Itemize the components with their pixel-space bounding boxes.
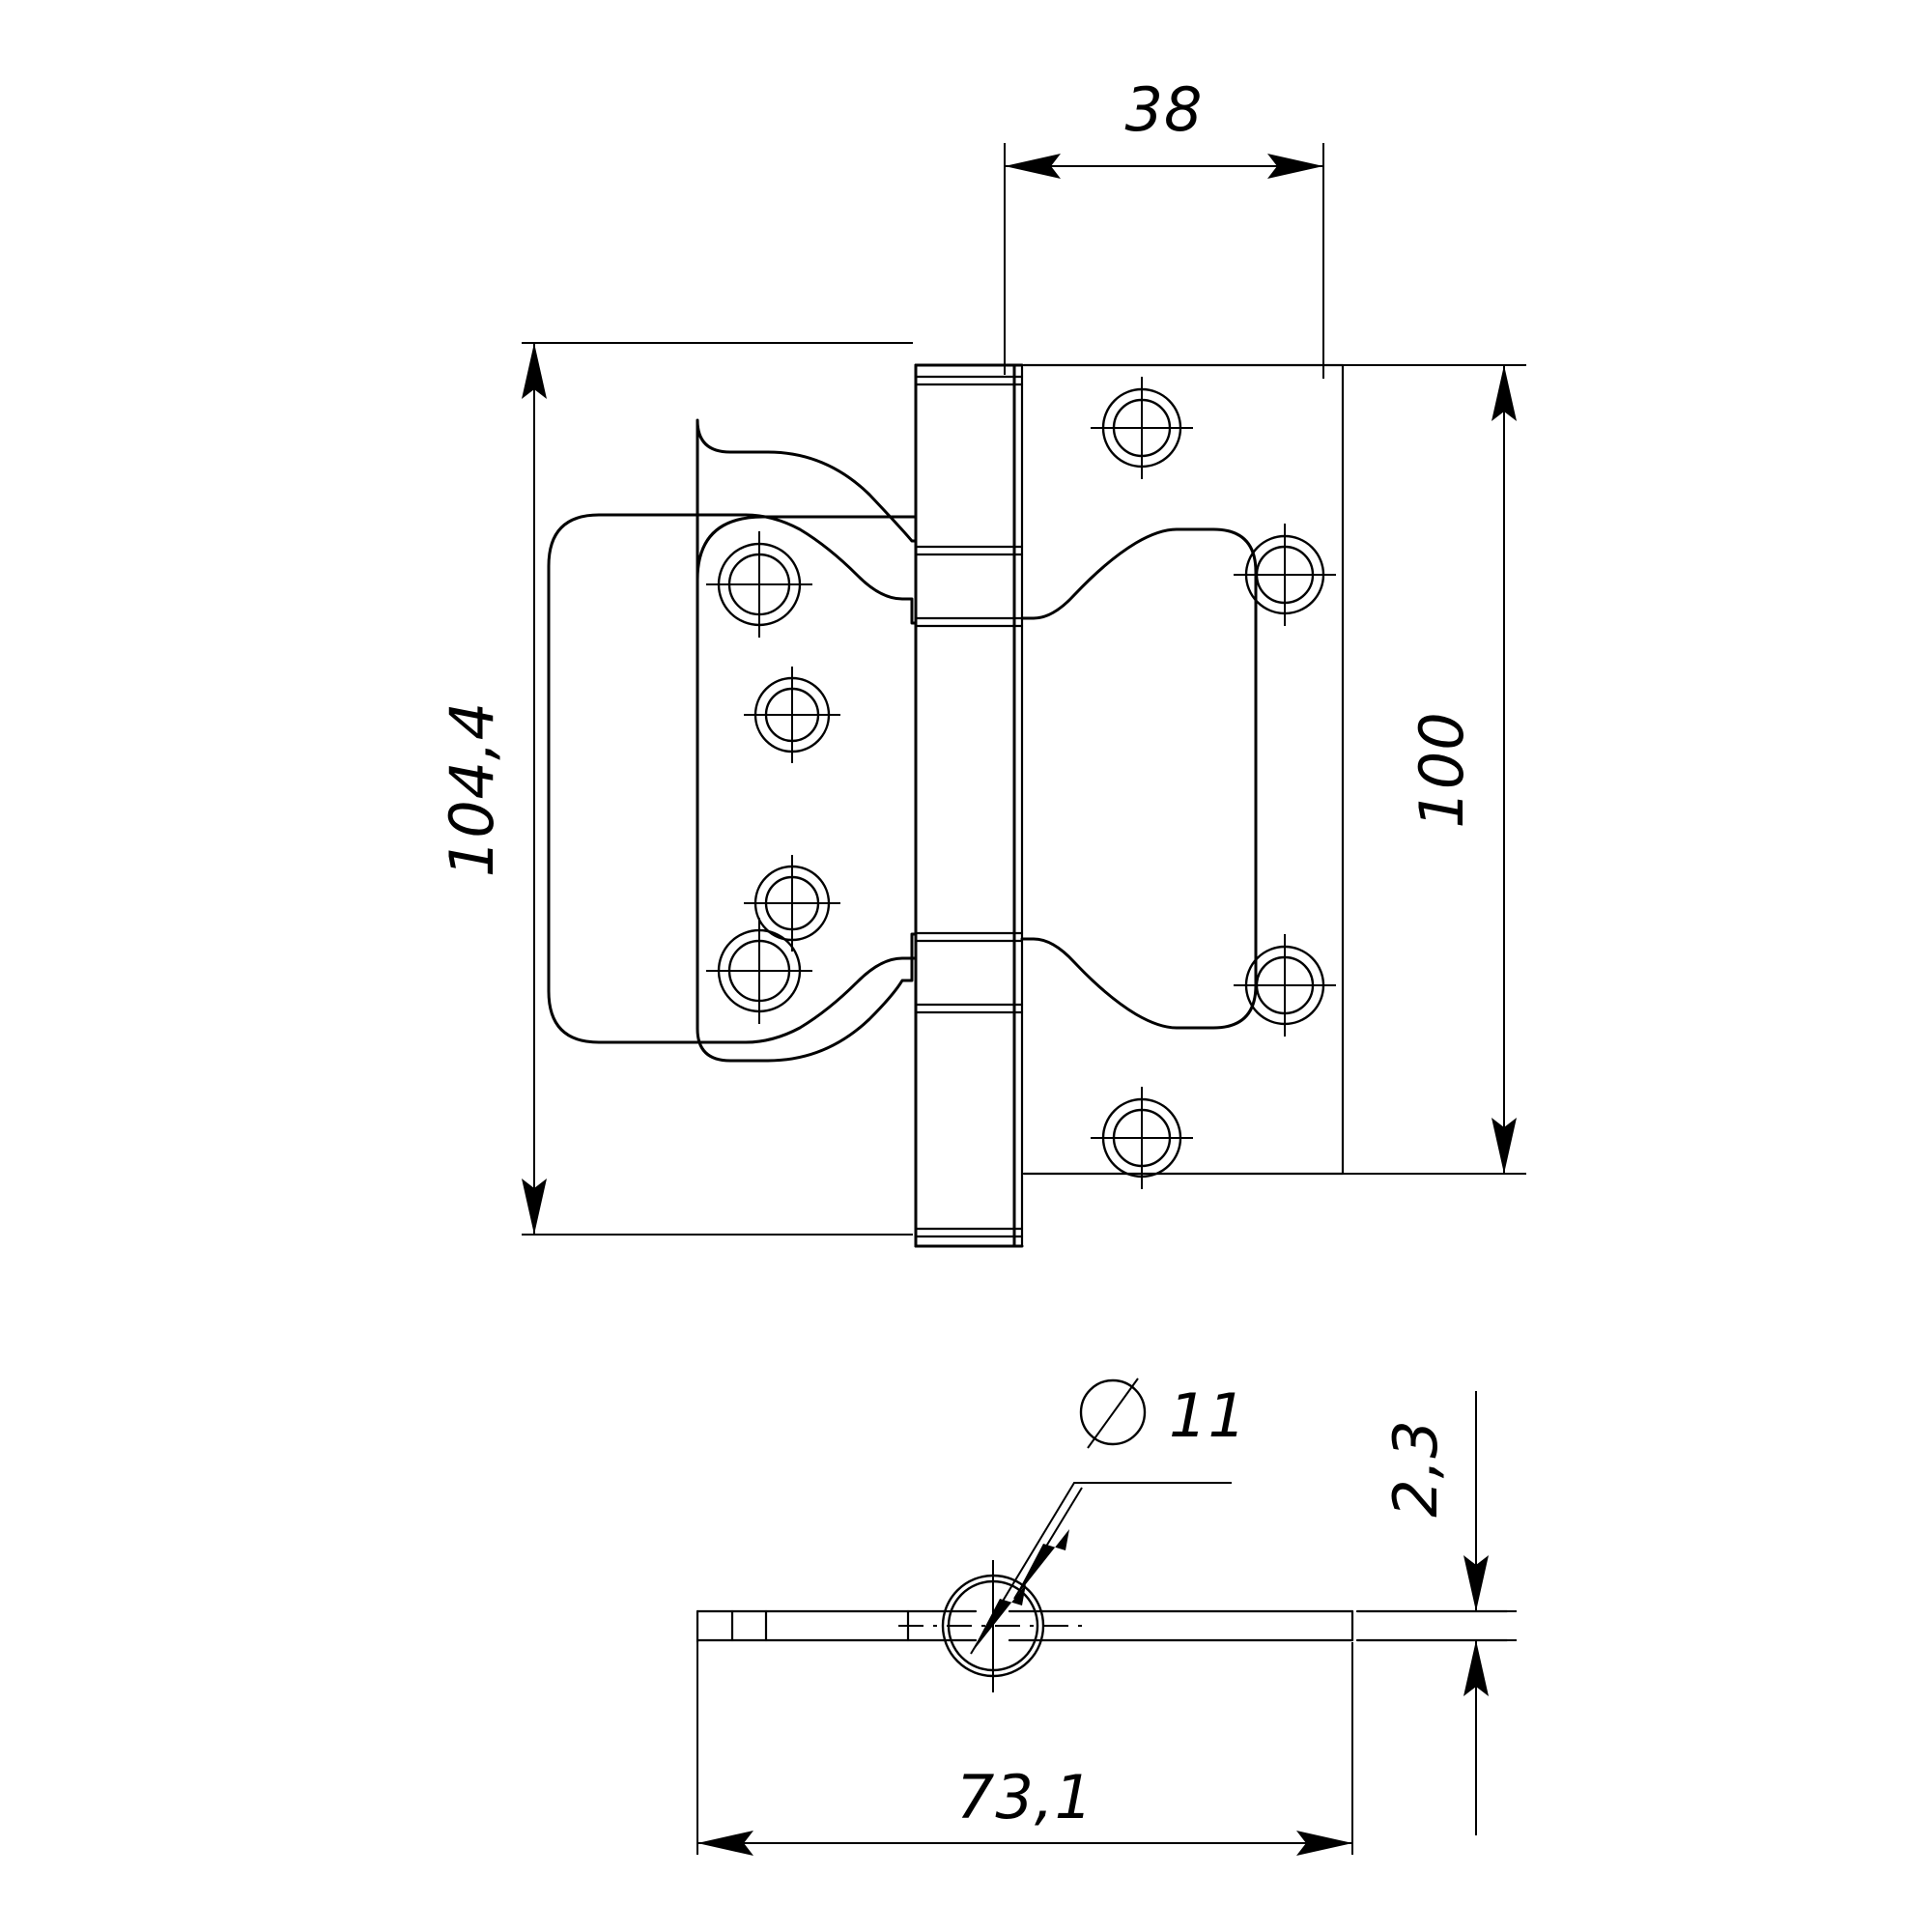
leader-diameter-11: 11: [970, 1378, 1247, 1655]
screw-hole: [744, 855, 840, 952]
diameter-symbol: [1079, 1378, 1147, 1449]
dimension-label-38: 38: [1125, 74, 1204, 145]
side-plate-right: [1008, 1609, 1509, 1642]
side-view: 11 2,3 73,1: [696, 1378, 1517, 1856]
screw-hole: [1091, 1087, 1193, 1189]
side-plate-left: [696, 1609, 978, 1644]
knuckle-barrel: [914, 363, 1024, 1248]
dimension-label-100: 100: [1406, 711, 1477, 828]
left-leaf: [547, 418, 918, 1063]
right-leaf: [1020, 363, 1345, 1176]
dimension-label-2-3: 2,3: [1380, 1419, 1451, 1518]
side-view-extension-lines: [696, 1642, 1353, 1855]
screw-hole: [1234, 934, 1336, 1037]
dimension-38: 38: [1004, 74, 1324, 379]
screw-hole: [744, 667, 840, 763]
screw-hole: [706, 531, 812, 638]
dimension-label-73-1: 73,1: [956, 1762, 1094, 1833]
side-knuckle-circle: [898, 1560, 1088, 1692]
dimension-label-11: 11: [1169, 1380, 1247, 1451]
screw-hole: [1234, 524, 1336, 626]
left-leaf-outline: [547, 513, 918, 1044]
right-leaf-contour: [1020, 527, 1258, 1030]
dimension-104-4: 104,4: [437, 342, 913, 1236]
screw-hole: [1091, 377, 1193, 479]
dimension-label-104-4: 104,4: [437, 701, 507, 878]
dimension-73-1: 73,1: [697, 1762, 1352, 1856]
right-leaf-screw-holes: [1091, 377, 1336, 1189]
left-leaf-screw-holes: [706, 531, 840, 1024]
front-view: 38 104,4 100: [437, 74, 1526, 1248]
screw-hole: [706, 918, 812, 1024]
dimension-100: 100: [1338, 364, 1526, 1175]
right-leaf-plate-outline: [1022, 363, 1345, 1176]
dimension-2-3: 2,3: [1357, 1391, 1517, 1835]
